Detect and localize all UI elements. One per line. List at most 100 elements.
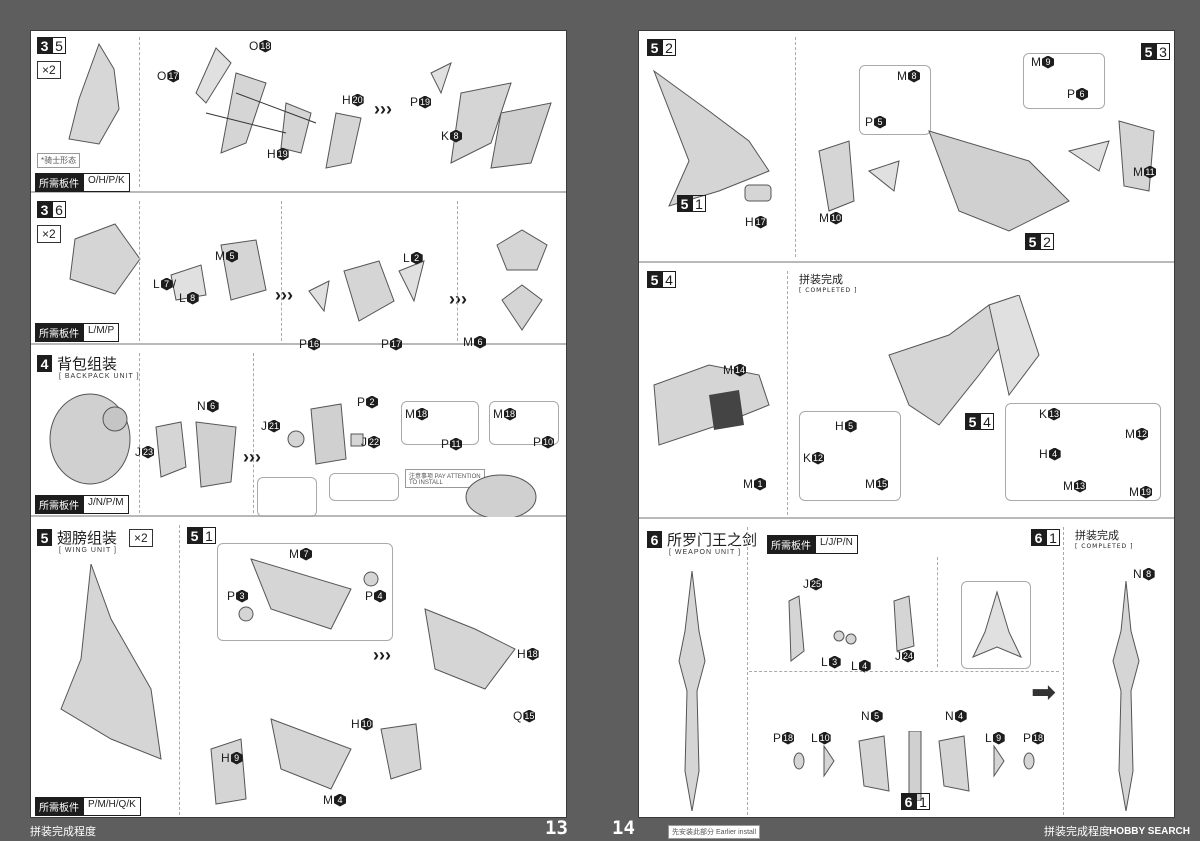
step-number: 3 bbox=[37, 201, 52, 218]
divider bbox=[253, 353, 254, 513]
wing-assembly-illustration bbox=[818, 120, 1155, 232]
step-number: 6 bbox=[1031, 529, 1046, 546]
footer-progress-left: 拼装完成程度 bbox=[30, 825, 96, 838]
divider bbox=[139, 201, 140, 341]
divider bbox=[179, 525, 180, 815]
next-step-arrow: ››› bbox=[243, 447, 261, 467]
step-sub-number: 1 bbox=[916, 793, 930, 810]
divider bbox=[457, 201, 458, 341]
knight-armor-part-illustration bbox=[68, 42, 120, 145]
step-badge: 4 背包组装 bbox=[37, 353, 117, 374]
step-sub-number: 4 bbox=[662, 271, 676, 288]
completed-label: 拼装完成[ COMPLETED ] bbox=[799, 273, 858, 294]
shoulder-complete-illustration bbox=[496, 229, 548, 331]
multiplier: ×2 bbox=[129, 529, 153, 547]
step-sub-number: 1 bbox=[692, 195, 706, 212]
shoulder-assembly-illustration bbox=[308, 260, 425, 322]
step-number: 6 bbox=[901, 793, 916, 810]
hilt-detail-illustration bbox=[971, 590, 1023, 658]
step-subtitle: [ BACKPACK UNIT ] bbox=[59, 373, 140, 380]
step-number: 4 bbox=[37, 355, 52, 372]
step-title: 背包组装 bbox=[57, 355, 118, 373]
assembled-armor-illustration bbox=[430, 62, 552, 169]
watermark-logo: HOBBY SEARCH bbox=[1109, 826, 1190, 837]
step-number: 6 bbox=[647, 531, 662, 548]
install-note: 先安装此部分 Earlier install bbox=[668, 825, 761, 839]
divider bbox=[749, 671, 1059, 672]
backpack-parts-illustration bbox=[155, 421, 237, 488]
step-number: 5 bbox=[647, 39, 662, 56]
step-number: 5 bbox=[1025, 233, 1040, 250]
parts-list: L/M/P bbox=[83, 323, 120, 342]
step-title: 翅膀组装 bbox=[57, 529, 118, 547]
divider bbox=[139, 353, 140, 513]
backpack-subassembly-illustration bbox=[287, 403, 364, 465]
step-number: 5 bbox=[187, 527, 202, 544]
step-sub-number: 2 bbox=[1040, 233, 1054, 250]
next-step-arrow: ››› bbox=[373, 645, 391, 665]
parts-label: 所需板件 bbox=[35, 323, 83, 342]
detail-callout bbox=[1023, 53, 1105, 109]
backpack-final-illustration bbox=[465, 474, 537, 517]
step-subtitle: [ WING UNIT ] bbox=[59, 547, 117, 554]
divider bbox=[747, 527, 748, 815]
detail-callout bbox=[799, 411, 901, 501]
detail-callout bbox=[489, 401, 559, 445]
hinge-part-illustration bbox=[744, 184, 772, 202]
parts-label: 所需板件 bbox=[35, 495, 83, 514]
step-sub-number: 3 bbox=[1156, 43, 1170, 60]
wing-stage-illustration bbox=[652, 69, 770, 207]
step-number: 5 bbox=[1141, 43, 1156, 60]
step-sub-number: 1 bbox=[1046, 529, 1060, 546]
step-sub-number: 1 bbox=[202, 527, 216, 544]
step-sub-number: 4 bbox=[980, 413, 994, 430]
parts-label: 所需板件 bbox=[35, 797, 83, 816]
sword-guard-parts-illustration bbox=[793, 731, 1035, 801]
divider bbox=[795, 37, 796, 257]
backpack-illustration bbox=[49, 393, 131, 485]
step-subtitle: [ WEAPON UNIT ] bbox=[669, 549, 742, 556]
knight-form-note: *骑士形态 bbox=[37, 153, 81, 168]
shoulder-part-illustration bbox=[69, 223, 141, 295]
detail-callout bbox=[859, 65, 931, 135]
next-step-arrow: ››› bbox=[374, 99, 392, 119]
